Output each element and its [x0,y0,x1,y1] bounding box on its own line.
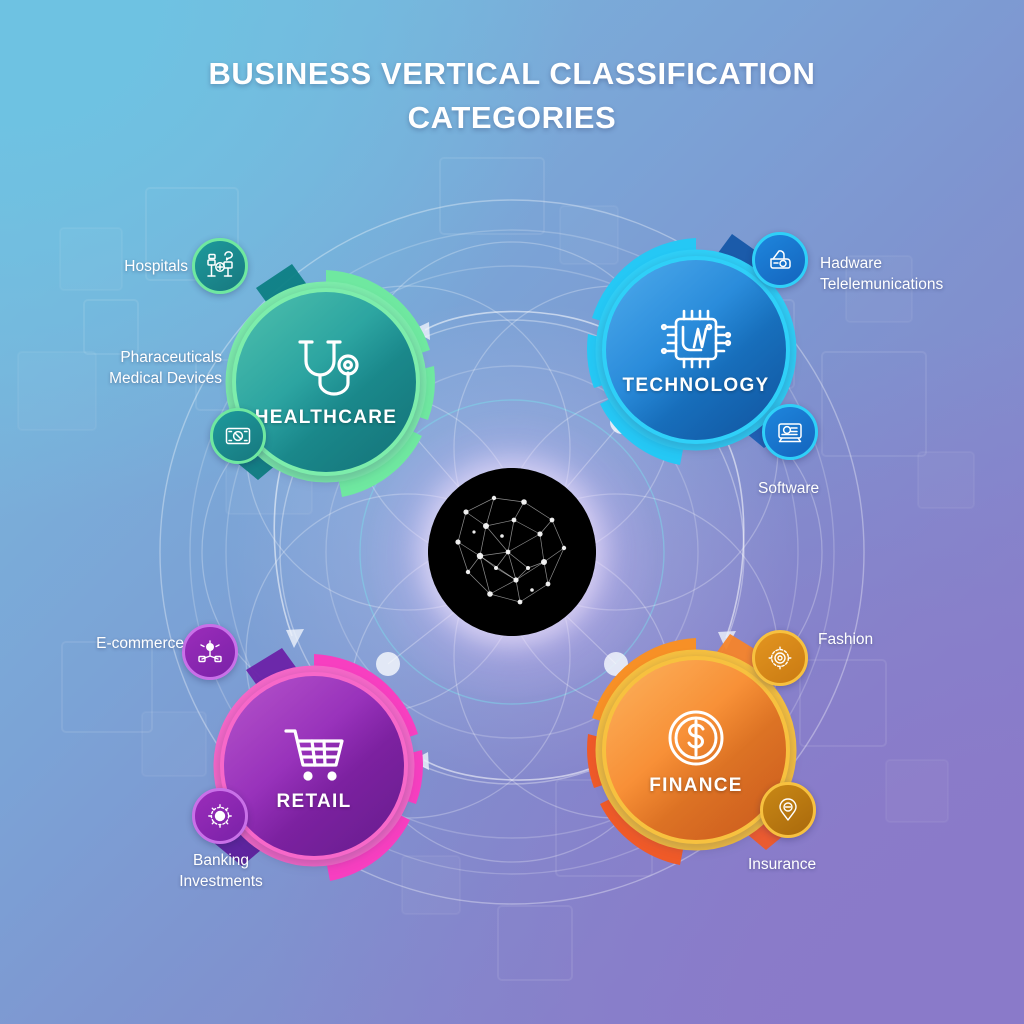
stethoscope-icon [284,335,368,405]
microchip-icon [654,303,738,373]
caption-medical-devices: Medical Devices [109,370,222,387]
caption-fashion: Fashion [818,631,874,648]
retail-disc[interactable]: RETAIL [220,672,408,860]
software-icon-badge[interactable] [762,404,818,460]
medicine-pill-icon [225,427,251,445]
hardware-chip-icon [770,250,791,269]
sphere-network-mesh [428,468,596,636]
caption-pharmaceuticals: Pharaceuticals [120,349,222,366]
title-line-1: BUSINESS VERTICAL CLASSIFICATION [208,56,816,91]
title-line-2: CATEGORIES [407,100,617,135]
hospital-icon-badge[interactable] [192,238,248,294]
technology-label: TECHNOLOGY [622,375,770,396]
page-title: BUSINESS VERTICAL CLASSIFICATION CATEGOR… [0,52,1024,140]
caption-hardware: Hadware [820,255,883,272]
hospital-icon [207,251,233,277]
vertical-healthcare[interactable]: HEALTHCARE [192,238,456,514]
caption-ecommerce: E-commerce [96,635,184,652]
caption-investments: Investments [179,873,263,890]
technology-disc[interactable]: TECHNOLOGY [602,256,790,444]
retail-label: RETAIL [276,791,352,812]
hardware-chip-icon-badge[interactable] [752,232,808,288]
caption-banking: Banking [192,852,249,869]
caption-software: Software [758,480,820,497]
finance-label: FINANCE [649,775,743,796]
caption-insurance: Insurance [748,856,817,873]
vertical-finance[interactable]: FINANCE [566,622,826,882]
software-icon [778,423,802,443]
vertical-technology[interactable]: TECHNOLOGY [566,222,826,482]
caption-hospitals: Hospitals [124,258,188,275]
ecommerce-network-icon [198,640,222,663]
dollar-coin-icon [654,703,738,773]
insurance-pin-icon [779,798,797,821]
global-network-sphere [366,406,658,698]
insurance-pin-icon-badge[interactable] [760,782,816,838]
ecommerce-network-icon-badge[interactable] [182,624,238,680]
fashion-badge-icon [768,646,792,670]
fashion-badge-icon-badge[interactable] [752,630,808,686]
shopping-cart-icon [272,719,356,789]
banking-gear-icon [208,804,232,828]
healthcare-label: HEALTHCARE [254,407,398,428]
banking-gear-icon-badge[interactable] [192,788,248,844]
medicine-pill-icon-badge[interactable] [210,408,266,464]
caption-telecommunications: Telelemunications [820,276,944,293]
